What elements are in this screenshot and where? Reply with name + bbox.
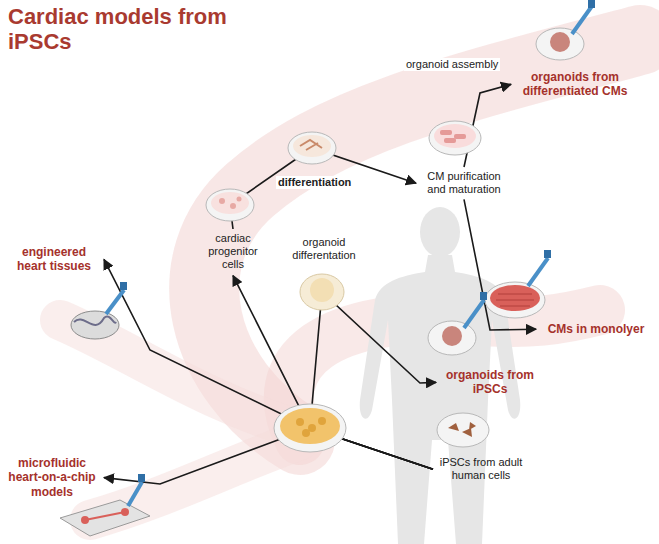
flow-arrow (104, 428, 433, 484)
organoid (300, 274, 344, 310)
model-label: organoids from iPSCs (440, 368, 540, 397)
engineered-tissue-icon (71, 282, 127, 339)
stage-label: cardiac progenitor cells (200, 232, 266, 272)
node-text: organoids from differentiated CMs (515, 70, 635, 99)
model-label: engineered heart tissues (8, 245, 100, 274)
petri-dish (485, 250, 551, 318)
model-label: CMs in monolyer (540, 322, 652, 336)
node-text: CM purification and maturation (420, 170, 508, 196)
ipsc-colony-dish (274, 404, 346, 452)
node-text: engineered heart tissues (8, 245, 100, 274)
stage-label: iPSCs from adult human cells (436, 456, 526, 482)
stage-label: CM purification and maturation (420, 170, 508, 196)
node-text: cardiac progenitor cells (200, 232, 266, 272)
petri-dish (428, 292, 487, 355)
edge-label: differentiation (276, 176, 353, 189)
petri-dish (206, 189, 254, 221)
model-label: microfluidic heart-on-a-chip models (4, 456, 100, 499)
flow-arrow (104, 259, 433, 469)
model-label: organoids from differentiated CMs (515, 70, 635, 99)
node-text: organoids from iPSCs (440, 368, 540, 397)
node-text: CMs in monolyer (540, 322, 652, 336)
petri-dish (288, 132, 336, 164)
node-text: iPSCs from adult human cells (436, 456, 526, 482)
node-text: microfluidic heart-on-a-chip models (4, 456, 100, 499)
petri-dish (536, 0, 595, 60)
edge-label: organoid assembly (404, 58, 500, 71)
diagram-title: Cardiac models from iPSCs (8, 4, 258, 55)
edge-label: organoid differentation (280, 236, 368, 262)
petri-dish (437, 413, 489, 447)
petri-dish (429, 121, 481, 155)
